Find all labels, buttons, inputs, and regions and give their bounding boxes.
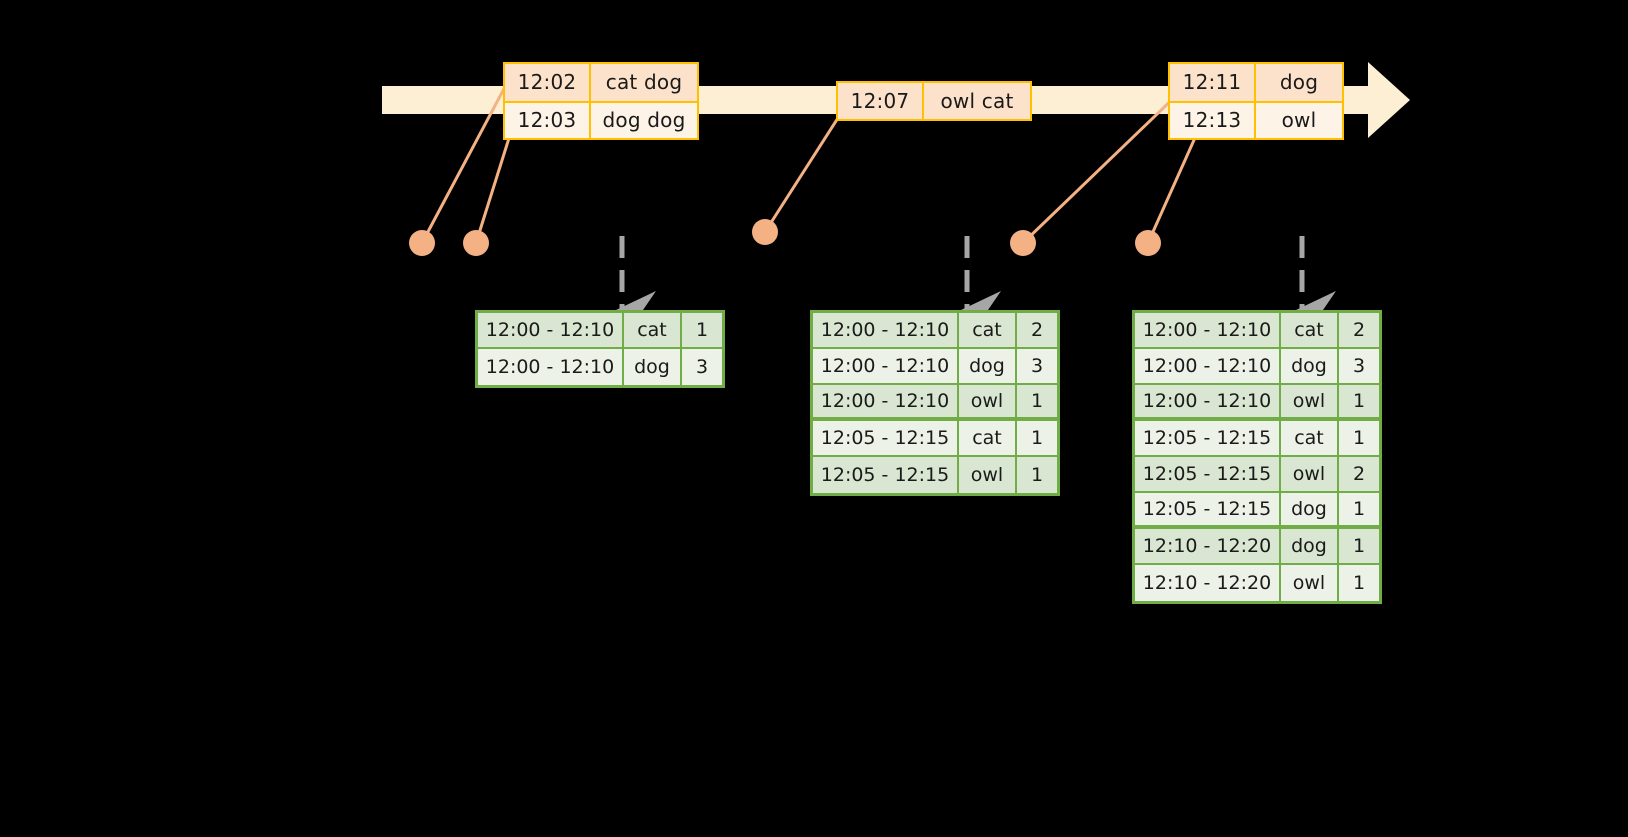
window-cell: 12:10 - 12:20 — [1135, 529, 1281, 563]
event-payload: owl — [1256, 102, 1342, 138]
event-time: 12:07 — [838, 83, 924, 119]
key-cell: cat — [624, 313, 682, 347]
key-cell: cat — [1281, 421, 1339, 455]
connector-dot-3[interactable] — [752, 219, 778, 245]
count-cell: 2 — [1339, 313, 1379, 347]
key-cell: owl — [1281, 565, 1339, 601]
key-cell: dog — [1281, 493, 1339, 525]
event-payload: dog dog — [591, 102, 697, 138]
key-cell: dog — [624, 349, 682, 385]
flow-arrows — [615, 236, 1336, 330]
event-time: 12:02 — [505, 64, 591, 101]
event-time: 12:13 — [1170, 102, 1256, 138]
count-cell: 3 — [682, 349, 722, 385]
connector-dot-5[interactable] — [1135, 230, 1161, 256]
window-cell: 12:00 - 12:10 — [813, 385, 959, 417]
window-cell: 12:00 - 12:10 — [813, 349, 959, 383]
count-cell: 1 — [1339, 529, 1379, 563]
key-cell: cat — [1281, 313, 1339, 347]
key-cell: dog — [1281, 529, 1339, 563]
connector-dot-2[interactable] — [463, 230, 489, 256]
count-cell: 1 — [1017, 421, 1057, 455]
window-cell: 12:00 - 12:10 — [478, 349, 624, 385]
count-cell: 1 — [1339, 385, 1379, 417]
count-cell: 1 — [1017, 457, 1057, 493]
connector-dot-1[interactable] — [409, 230, 435, 256]
count-cell: 1 — [1339, 565, 1379, 601]
window-cell: 12:00 - 12:10 — [1135, 313, 1281, 347]
count-cell: 2 — [1017, 313, 1057, 347]
window-cell: 12:05 - 12:15 — [1135, 493, 1281, 525]
window-cell: 12:00 - 12:10 — [478, 313, 624, 347]
window-cell: 12:10 - 12:20 — [1135, 565, 1281, 601]
window-cell: 12:05 - 12:15 — [813, 421, 959, 455]
count-cell: 3 — [1017, 349, 1057, 383]
connector-line-1 — [420, 67, 517, 244]
connector-dot-4[interactable] — [1010, 230, 1036, 256]
key-cell: dog — [959, 349, 1017, 383]
key-cell: cat — [959, 313, 1017, 347]
count-cell: 3 — [1339, 349, 1379, 383]
count-cell: 1 — [682, 313, 722, 347]
key-cell: owl — [1281, 457, 1339, 491]
window-cell: 12:00 - 12:10 — [813, 313, 959, 347]
event-payload: dog — [1256, 64, 1342, 101]
window-cell: 12:00 - 12:10 — [1135, 385, 1281, 417]
window-cell: 12:05 - 12:15 — [1135, 457, 1281, 491]
event-payload: cat dog — [591, 64, 697, 101]
connector-dots — [409, 219, 1161, 256]
event-time: 12:03 — [505, 102, 591, 138]
count-cell: 1 — [1017, 385, 1057, 417]
window-cell: 12:05 - 12:15 — [1135, 421, 1281, 455]
key-cell: owl — [959, 385, 1017, 417]
key-cell: cat — [959, 421, 1017, 455]
event-time: 12:11 — [1170, 64, 1256, 101]
window-cell: 12:00 - 12:10 — [1135, 349, 1281, 383]
key-cell: dog — [1281, 349, 1339, 383]
window-cell: 12:05 - 12:15 — [813, 457, 959, 493]
count-cell: 1 — [1339, 493, 1379, 525]
key-cell: owl — [1281, 385, 1339, 417]
event-payload: owl cat — [924, 83, 1030, 119]
count-cell: 2 — [1339, 457, 1379, 491]
count-cell: 1 — [1339, 421, 1379, 455]
key-cell: owl — [959, 457, 1017, 493]
